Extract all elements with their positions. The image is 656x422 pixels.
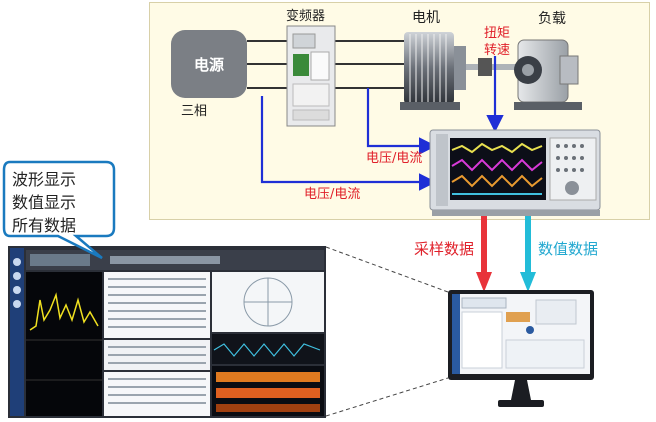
software-screenshot xyxy=(8,246,326,418)
speed-label: 转速 xyxy=(484,43,511,58)
load-label: 负载 xyxy=(538,11,566,27)
numeric-data-label: 数值数据 xyxy=(538,240,599,258)
callout-line-3: 所有数据 xyxy=(12,216,77,235)
power-source-label: 电源 xyxy=(193,56,224,74)
shaft-torque-sensor xyxy=(466,58,516,76)
motor-label: 电机 xyxy=(412,10,440,26)
numeric-data-arrow xyxy=(520,216,536,292)
power-source-box xyxy=(171,30,247,98)
callout-line-1: 波形显示 xyxy=(12,170,77,189)
sample-data-arrow xyxy=(476,216,492,292)
projection-lines xyxy=(325,246,449,417)
three-phase-label: 三相 xyxy=(181,104,208,119)
load-machine xyxy=(514,39,582,110)
torque-label: 扭矩 xyxy=(484,26,511,41)
callout-line-2: 数值显示 xyxy=(12,193,77,212)
inverter-label: 变频器 xyxy=(286,9,326,24)
sample-data-label: 采样数据 xyxy=(414,240,475,258)
voltage-current-label-lower: 电压/电流 xyxy=(304,187,361,202)
motor-graphic xyxy=(400,32,466,110)
callout-bubble xyxy=(2,160,116,260)
pc-monitor xyxy=(448,290,594,407)
blue-measurement-lines xyxy=(260,56,504,191)
power-analyzer xyxy=(429,129,601,216)
voltage-current-label-upper: 电压/电流 xyxy=(366,151,423,166)
inverter-cabinet xyxy=(286,25,336,127)
